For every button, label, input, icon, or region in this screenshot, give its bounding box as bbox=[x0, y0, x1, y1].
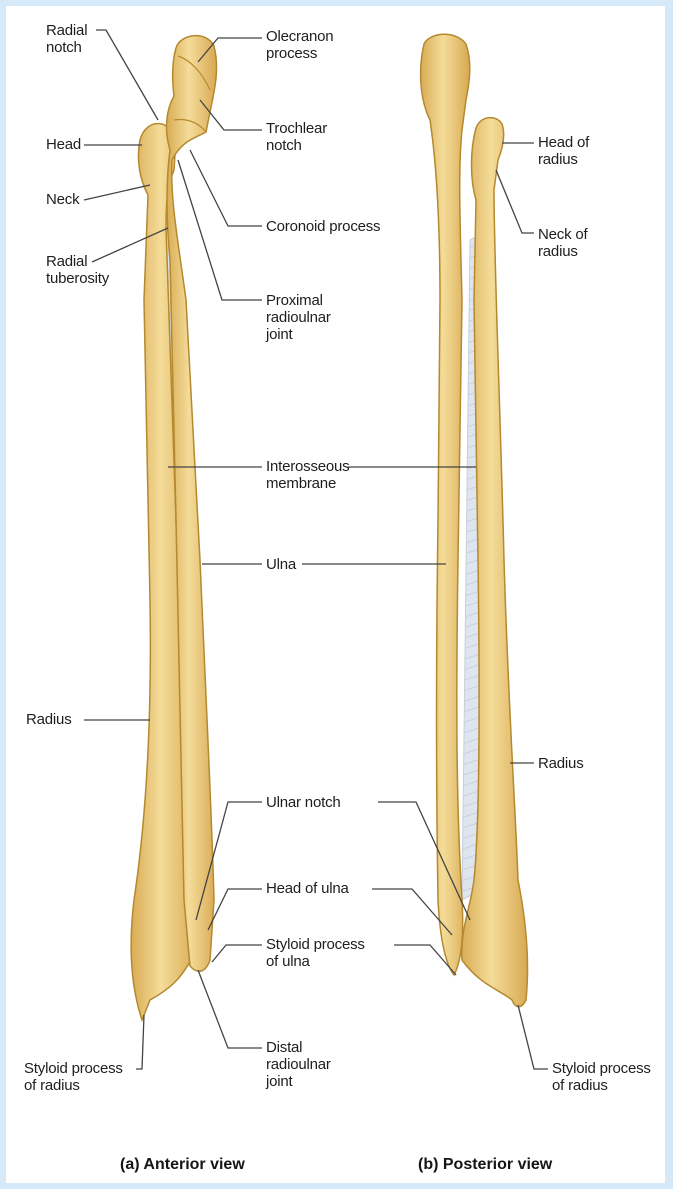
label-interosseous-membrane: Interosseous membrane bbox=[266, 458, 349, 492]
label-styloid-process-of-radius-posterior: Styloid process of radius bbox=[552, 1060, 651, 1094]
label-ulna: Ulna bbox=[266, 556, 296, 573]
label-proximal-radioulnar-joint: Proximal radioulnar joint bbox=[266, 292, 331, 343]
label-radius-posterior: Radius bbox=[538, 755, 584, 772]
label-coronoid-process: Coronoid process bbox=[266, 218, 380, 235]
label-radial-tuberosity: Radial tuberosity bbox=[46, 253, 109, 287]
label-styloid-process-of-radius-anterior: Styloid process of radius bbox=[24, 1060, 123, 1094]
label-neck: Neck bbox=[46, 191, 79, 208]
label-olecranon-process: Olecranon process bbox=[266, 28, 333, 62]
label-styloid-process-of-ulna: Styloid process of ulna bbox=[266, 936, 365, 970]
label-radial-notch: Radial notch bbox=[46, 22, 87, 56]
label-head: Head bbox=[46, 136, 81, 153]
anterior-view bbox=[131, 36, 216, 1020]
label-ulnar-notch: Ulnar notch bbox=[266, 794, 341, 811]
label-trochlear-notch: Trochlear notch bbox=[266, 120, 327, 154]
label-head-of-radius: Head of radius bbox=[538, 134, 589, 168]
label-radius-anterior: Radius bbox=[26, 711, 72, 728]
posterior-view bbox=[421, 34, 528, 1007]
caption-posterior-view: (b) Posterior view bbox=[418, 1156, 552, 1174]
caption-anterior-view: (a) Anterior view bbox=[120, 1156, 245, 1174]
label-neck-of-radius: Neck of radius bbox=[538, 226, 587, 260]
label-distal-radioulnar-joint: Distal radioulnar joint bbox=[266, 1039, 331, 1090]
label-head-of-ulna: Head of ulna bbox=[266, 880, 349, 897]
